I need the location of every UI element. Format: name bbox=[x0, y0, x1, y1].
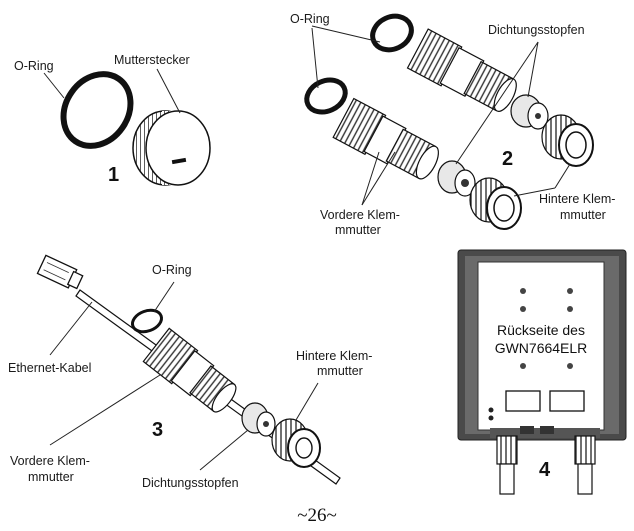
label-o-ring-1: O-Ring bbox=[14, 59, 54, 73]
panel-number-1: 1 bbox=[108, 164, 119, 186]
cable-gland-left-drawing bbox=[496, 435, 518, 495]
o-ring-lower-drawing bbox=[304, 77, 348, 115]
o-ring-3-drawing bbox=[130, 308, 164, 334]
label-o-ring-2: O-Ring bbox=[290, 12, 330, 26]
sealing-plug-3-drawing bbox=[241, 402, 276, 437]
label-rear-nut-2-line1: Hintere Klem- bbox=[539, 192, 615, 206]
label-ethernet-cable: Ethernet-Kabel bbox=[8, 361, 91, 375]
sealing-plug-upper-drawing bbox=[510, 94, 549, 130]
panel-3: O-Ring Ethernet-Kabel Vordere Klem- mmut… bbox=[8, 254, 372, 490]
cable-gland-right-drawing bbox=[574, 435, 596, 495]
label-front-nut-3-line1: Vordere Klem- bbox=[10, 454, 90, 468]
lower-connector-drawing bbox=[332, 97, 439, 180]
panel-number-2: 2 bbox=[502, 148, 513, 170]
rear-nut-3-drawing bbox=[271, 418, 321, 468]
page-number: ~26~ bbox=[297, 505, 337, 526]
label-cap-nut: Mutterstecker bbox=[114, 53, 190, 67]
front-nut-3-drawing bbox=[142, 327, 237, 413]
device-label-line2: GWN7664ELR bbox=[495, 340, 588, 356]
panel-number-4: 4 bbox=[539, 459, 551, 481]
cap-nut-drawing bbox=[132, 110, 211, 186]
label-front-nut-2-line1: Vordere Klem- bbox=[320, 208, 400, 222]
label-front-nut-3-line2: mmutter bbox=[28, 470, 74, 484]
label-o-ring-3: O-Ring bbox=[152, 263, 192, 277]
panel-number-3: 3 bbox=[152, 419, 163, 441]
o-ring-upper-drawing bbox=[370, 13, 414, 53]
rear-nut-upper-drawing bbox=[541, 114, 594, 167]
panel-4: Rückseite des GWN7664ELR 4 bbox=[457, 249, 627, 495]
rear-nut-lower-drawing bbox=[469, 177, 522, 230]
panel-1: O-Ring Mutterstecker 1 bbox=[14, 53, 211, 186]
panel-2: O-Ring Dichtungsstopfen Vordere Klem- mm… bbox=[290, 12, 615, 237]
upper-connector-drawing bbox=[406, 28, 517, 112]
label-sealing-plug-2: Dichtungsstopfen bbox=[488, 23, 585, 37]
sealing-plug-lower-drawing bbox=[437, 160, 476, 197]
device-label-line1: Rückseite des bbox=[497, 322, 585, 338]
label-front-nut-2-line2: mmutter bbox=[335, 223, 381, 237]
label-sealing-plug-3: Dichtungsstopfen bbox=[142, 476, 239, 490]
label-rear-nut-2-line2: mmutter bbox=[560, 208, 606, 222]
label-rear-nut-3-line1: Hintere Klem- bbox=[296, 349, 372, 363]
rj45-plug-drawing bbox=[36, 254, 84, 290]
o-ring-drawing bbox=[60, 71, 134, 149]
label-rear-nut-3-line2: mmutter bbox=[317, 364, 363, 378]
